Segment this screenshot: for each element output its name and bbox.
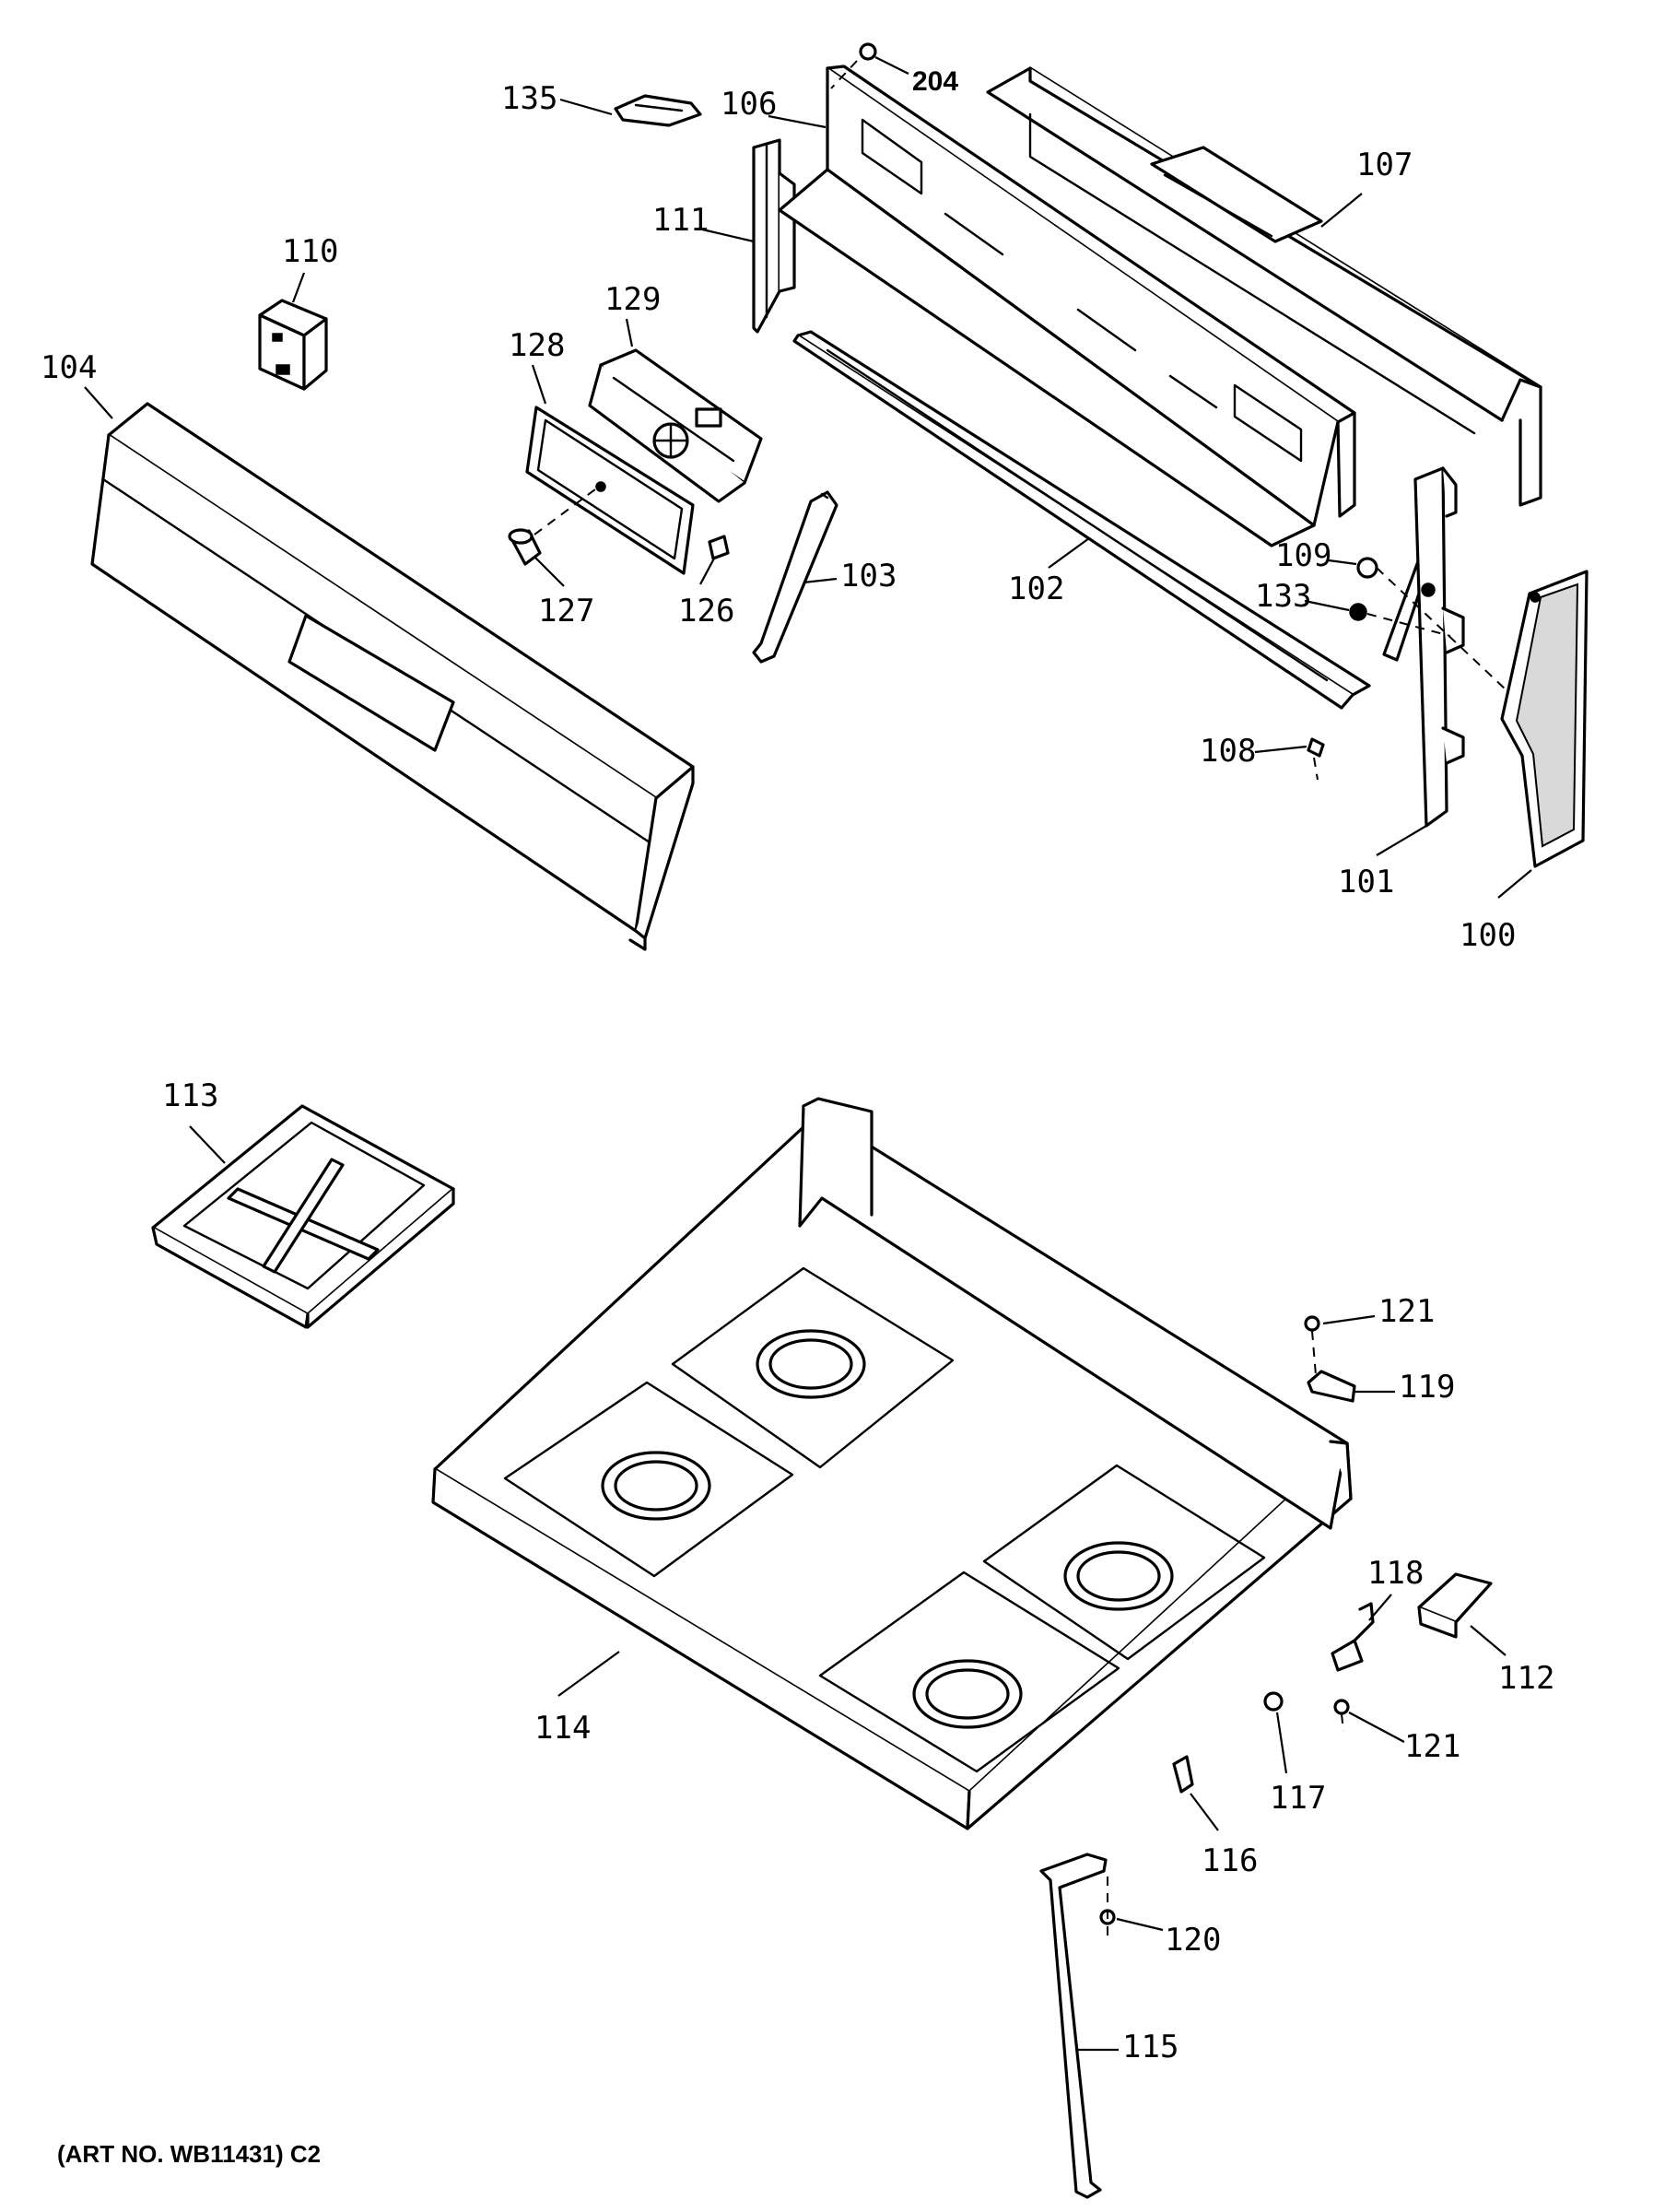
assembly-line-108 [1313,757,1319,781]
callout-121-top: 121 [1378,1293,1435,1330]
assembly-line-133 [1366,613,1451,637]
part-113-grate [151,1104,455,1329]
leader-127 [534,556,565,587]
leader-108 [1254,745,1307,754]
leader-135 [559,98,613,116]
callout-116: 116 [1202,1842,1258,1879]
part-112-bracket [1417,1572,1493,1639]
part-116-valve [1172,1755,1194,1794]
part-117-nut [1263,1691,1284,1712]
callout-104: 104 [41,349,97,386]
leader-110 [291,272,306,303]
assembly-line-121-bottom [1341,1713,1344,1732]
part-100-side-panel [1500,570,1589,868]
assembly-line-127 [534,486,600,535]
callout-129: 129 [604,281,661,318]
part-110-module [258,299,328,391]
part-103-rod [752,490,838,664]
callout-112: 112 [1498,1660,1554,1697]
leader-116 [1190,1793,1219,1831]
leader-109 [1328,559,1357,566]
part-118-bracket [1331,1602,1375,1672]
callout-117: 117 [1270,1780,1326,1817]
leader-111 [698,227,755,243]
callout-204: 204 [912,66,958,97]
assembly-line-100-101 [1376,567,1507,690]
callout-101: 101 [1338,864,1394,900]
part-119-bracket [1307,1370,1356,1403]
part-127-knob [508,528,542,566]
part-204-screw [859,42,877,61]
leader-204 [874,56,909,75]
assembly-line-121-top [1311,1330,1317,1376]
callout-128: 128 [509,327,565,364]
leader-126 [699,556,716,585]
callout-106: 106 [721,86,777,123]
part-109-nut [1356,557,1378,579]
leader-113 [189,1125,226,1164]
part-107-vent-trim [986,66,1542,507]
callout-119: 119 [1399,1369,1455,1406]
leader-102 [1048,537,1090,569]
callout-108: 108 [1200,733,1256,770]
callout-107: 107 [1356,147,1413,183]
leader-118 [1368,1594,1392,1621]
leader-121-top [1322,1314,1376,1325]
leader-129 [625,318,634,347]
callout-115: 115 [1122,2029,1178,2065]
callout-133: 133 [1255,578,1311,615]
part-133-nut [1349,603,1367,621]
leader-107 [1320,193,1363,228]
leader-121-bottom [1348,1712,1405,1743]
leader-133 [1304,599,1350,612]
callout-110: 110 [282,233,338,270]
callout-100: 100 [1460,917,1516,954]
part-106-housing [778,65,1356,547]
callout-109: 109 [1275,537,1331,574]
callout-120: 120 [1165,1922,1221,1959]
leader-128 [531,364,547,405]
part-108-screw [1307,737,1325,758]
leader-103 [803,577,838,584]
assembly-line-204 [830,60,858,89]
leader-100 [1497,869,1532,899]
callout-135: 135 [501,80,557,117]
part-128-lens [525,406,695,575]
art-number-caption: (ART NO. WB11431) C2 [57,2140,322,2168]
callout-103: 103 [840,558,897,594]
part-101-bracket [1382,466,1465,828]
callout-102: 102 [1008,571,1064,607]
leader-101 [1376,825,1427,856]
leader-112 [1470,1625,1507,1656]
leader-114 [557,1651,620,1697]
callout-118: 118 [1367,1555,1424,1592]
callout-127: 127 [538,593,594,629]
callout-113: 113 [162,1077,218,1114]
part-114-cooktop [431,1097,1353,1830]
part-126-clip [708,535,730,560]
leader-120 [1116,1917,1164,1932]
part-111-side-bracket [752,138,796,334]
callout-114: 114 [534,1710,591,1747]
leader-106 [768,114,827,129]
part-121-screw-bottom [1333,1699,1350,1715]
callout-121-bottom: 121 [1404,1728,1460,1765]
leader-117 [1275,1712,1288,1774]
callout-126: 126 [678,593,734,629]
part-121-screw-top [1304,1315,1320,1332]
part-129-clock [588,348,763,503]
part-102-trim [792,330,1371,710]
leader-104 [84,386,113,419]
part-115-rod [1039,1853,1108,2199]
callout-111: 111 [652,202,709,239]
part-104-backsplash-panel [90,402,695,951]
part-135-bracket [614,94,702,127]
